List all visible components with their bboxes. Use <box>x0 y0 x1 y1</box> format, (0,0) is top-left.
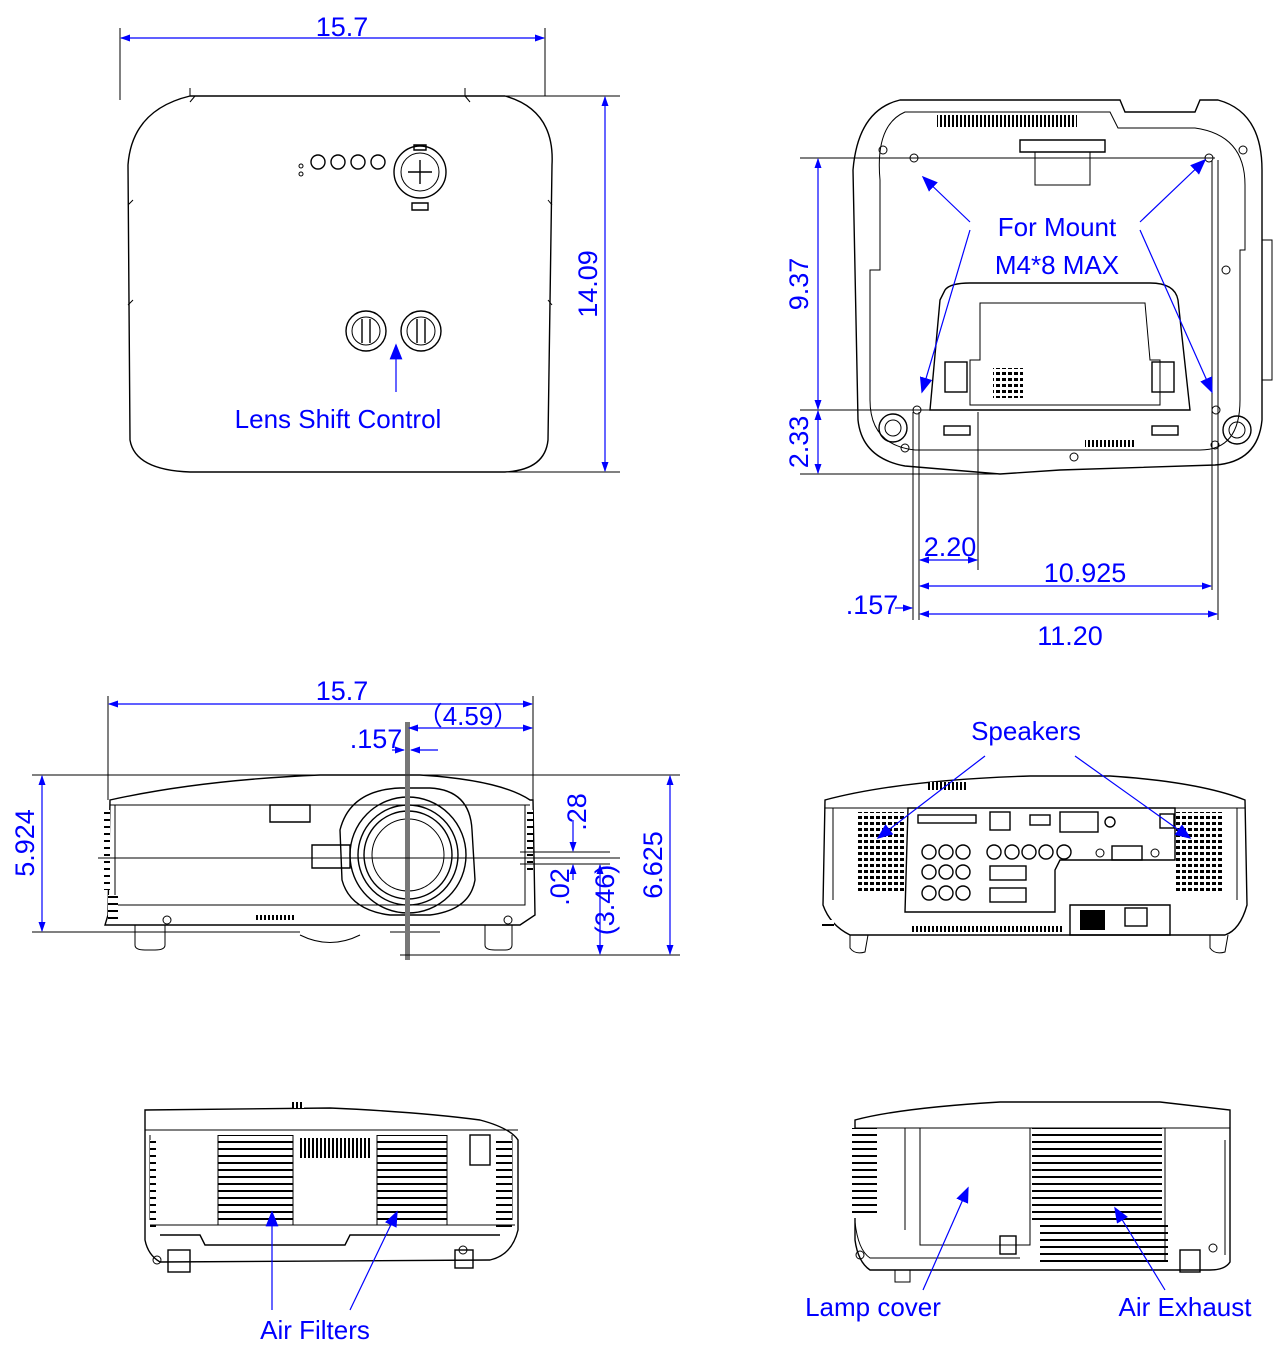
mount-arrow-top-left <box>921 175 971 223</box>
dim-2-33: 2.33 <box>784 416 814 469</box>
bottom-view-outline <box>852 99 1273 475</box>
mount-arrow-bottom-right <box>1139 229 1213 394</box>
dim-10-925: 10.925 <box>1044 558 1127 588</box>
air-filter-arrow-right <box>349 1210 398 1311</box>
rear-view-outline <box>822 775 1248 954</box>
front-height-right-dim: 6.625 <box>638 831 668 899</box>
lens-center-bar <box>405 722 410 960</box>
dim-157-bottom: .157 <box>846 590 899 620</box>
top-width-dim: 15.7 <box>316 12 369 42</box>
air-filters-label: Air Filters <box>260 1315 370 1345</box>
filter-vent-left <box>218 1135 293 1225</box>
rear-view: Speakers <box>822 716 1248 954</box>
screw-spec-label: M4*8 MAX <box>995 250 1119 280</box>
dim-02: .02 <box>545 868 575 906</box>
dim-2-20: 2.20 <box>924 532 977 562</box>
air-exhaust-arrow <box>1114 1206 1166 1291</box>
mount-arrow-bottom-left <box>919 229 971 394</box>
for-mount-label: For Mount <box>998 212 1117 242</box>
exhaust-vent <box>1032 1128 1162 1223</box>
rca-jacks <box>921 844 1072 901</box>
bottom-view: 9.37 2.33 2.20 10.925 .157 11.20 For Mou… <box>784 99 1273 651</box>
top-view-outline <box>127 88 553 473</box>
front-width-dim: 15.7 <box>316 676 369 706</box>
lens-shift-label: Lens Shift Control <box>235 404 442 434</box>
dim-11-20: 11.20 <box>1037 621 1103 651</box>
dim-157-front: .157 <box>350 724 403 754</box>
vent-strip <box>937 115 1077 127</box>
dim-3-46: (3.46) <box>590 865 620 936</box>
front-view: 15.7 （4.59） .157 5.924 .28 .02 (3.46) 6.… <box>10 676 680 960</box>
front-view-outline <box>104 774 536 951</box>
speakers-label: Speakers <box>971 716 1081 746</box>
right-side-view: Lamp cover Air Exhaust <box>805 1101 1253 1322</box>
speakers-arrow-right <box>1074 755 1192 839</box>
air-exhaust-label: Air Exhaust <box>1119 1292 1253 1322</box>
mount-arrow-top-right <box>1139 158 1207 223</box>
lens-shift-dial-left <box>345 310 387 352</box>
right-side-outline <box>852 1101 1231 1283</box>
speakers-arrow-left <box>876 755 986 839</box>
dim-28: .28 <box>562 793 592 831</box>
right-speaker-grille <box>1175 812 1223 894</box>
left-speaker-grille <box>857 812 905 894</box>
lens-shift-dial-right <box>400 310 442 352</box>
dim-9-37: 9.37 <box>784 258 814 311</box>
top-depth-dim: 14.09 <box>573 250 603 318</box>
top-view: 15.7 14.09 Lens Shift Control <box>119 12 620 473</box>
lamp-cover-arrow <box>922 1186 969 1291</box>
filter-vent-right <box>377 1135 447 1225</box>
left-side-outline <box>144 1102 519 1273</box>
lamp-cover-label: Lamp cover <box>805 1292 941 1322</box>
front-height-left-dim: 5.924 <box>10 809 40 877</box>
left-side-view: Air Filters <box>144 1102 519 1345</box>
lens-offset-dim: （4.59） <box>417 701 520 731</box>
